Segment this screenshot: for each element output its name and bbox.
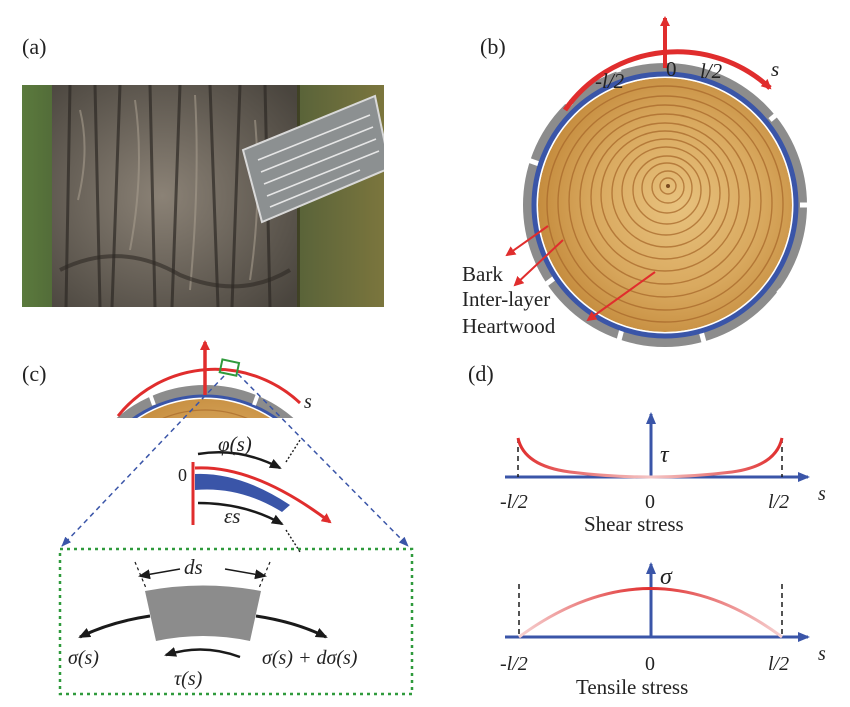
deformation-sketch [191, 439, 332, 553]
arc-zero-label: 0 [666, 57, 677, 81]
layer-label-bark: Bark [462, 262, 503, 286]
inter-layer-ring [531, 71, 799, 339]
tree-trunk-photo [22, 85, 384, 307]
tensile-s-label: s [818, 643, 826, 665]
shear-title: Shear stress [584, 512, 684, 536]
tensile-left-tick: -l/2 [500, 653, 528, 675]
panel-b-label: (b) [480, 34, 506, 59]
deform-zero-label: 0 [178, 465, 187, 485]
arc-right-label: l/2 [700, 59, 723, 83]
tensile-right-tick: l/2 [768, 653, 789, 675]
zoom-lines [61, 373, 409, 547]
panel-a-label: (a) [22, 34, 46, 59]
shear-tau-label: τ [660, 442, 670, 468]
arc-s-label: s [771, 57, 779, 81]
eps-label: εs [224, 504, 240, 528]
shear-curve-right [650, 437, 784, 479]
shear-curve-left [516, 437, 652, 479]
shear-stress-plot [505, 412, 810, 482]
layer-label-heartwood: Heartwood [462, 314, 556, 338]
shear-right-tick: l/2 [768, 491, 789, 513]
tensile-sigma-label: σ [660, 564, 673, 590]
information-sign [241, 94, 384, 224]
sigma-left-label: σ(s) [68, 647, 99, 669]
ds-label: ds [184, 555, 203, 579]
cap-s-label: s [304, 391, 312, 413]
shear-zero-tick: 0 [645, 491, 655, 513]
phi-label: φ(s) [218, 432, 252, 456]
heartwood-cross-section [538, 78, 792, 332]
layer-pointer-arrows [505, 225, 656, 322]
tensile-curve [518, 587, 783, 639]
panel-c-label: (c) [22, 361, 46, 386]
zoom-detail-box [58, 547, 414, 696]
element-detail [78, 561, 328, 659]
layer-label-interlayer: Inter-layer [462, 287, 550, 311]
tensile-zero-tick: 0 [645, 653, 655, 675]
tau-label: τ(s) [174, 668, 203, 690]
shear-left-tick: -l/2 [500, 491, 528, 513]
tensile-stress-plot [505, 562, 810, 642]
tensile-title: Tensile stress [576, 675, 688, 699]
sigma-right-label: σ(s) + dσ(s) [262, 647, 358, 669]
shear-s-label: s [818, 483, 826, 505]
panel-d-label: (d) [468, 361, 494, 386]
arc-s-axis [562, 49, 772, 112]
arc-left-label: -l/2 [595, 69, 625, 93]
element-selection-box [218, 358, 241, 377]
